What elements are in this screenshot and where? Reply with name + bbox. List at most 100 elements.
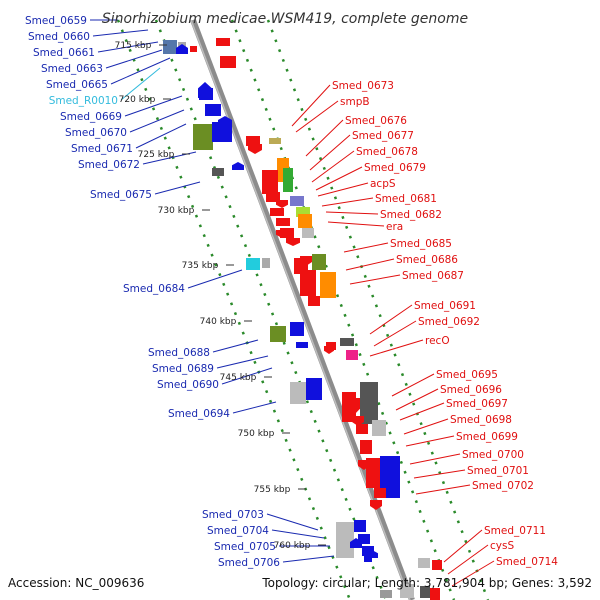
gene-label-left[interactable]: Smed_0663 xyxy=(41,63,103,75)
gene-label-right[interactable]: Smed_0699 xyxy=(456,431,518,443)
gene-feature xyxy=(270,326,286,342)
gene-label-right[interactable]: Smed_0701 xyxy=(467,465,529,477)
gene-label-right[interactable]: Smed_0695 xyxy=(436,369,498,381)
gene-label-left[interactable]: Smed_0660 xyxy=(28,31,90,43)
gene-label-right[interactable]: Smed_0702 xyxy=(472,480,534,492)
gene-label-right[interactable]: Smed_0678 xyxy=(356,146,418,158)
kbp-tick-label: 755 kbp xyxy=(254,485,291,495)
gene-label-right[interactable]: Smed_0698 xyxy=(450,414,512,426)
gene-arrow xyxy=(176,44,188,54)
gene-label-left[interactable]: Smed_0706 xyxy=(218,557,280,569)
kbp-tick-label: 745 kbp xyxy=(220,373,257,383)
gene-label-right[interactable]: smpB xyxy=(340,96,370,108)
gene-label-right[interactable]: Smed_0677 xyxy=(352,130,414,142)
gene-arrow xyxy=(370,500,382,510)
leader-line xyxy=(154,181,201,195)
gene-label-right[interactable]: Smed_0697 xyxy=(446,398,508,410)
gene-label-left[interactable]: Smed_0694 xyxy=(168,408,230,420)
leader-line xyxy=(413,469,466,479)
gene-feature xyxy=(246,136,260,146)
gene-label-right[interactable]: Smed_0700 xyxy=(462,449,524,461)
gene-feature xyxy=(212,168,224,176)
gene-label-left[interactable]: Smed_0670 xyxy=(65,127,127,139)
gene-feature xyxy=(266,192,280,202)
leader-line xyxy=(291,84,331,127)
gene-feature xyxy=(262,258,270,268)
gene-label-right[interactable]: Smed_0687 xyxy=(402,270,464,282)
gene-label-right[interactable]: era xyxy=(386,221,403,233)
gene-feature xyxy=(163,40,177,54)
gene-label-left[interactable]: Smed_0659 xyxy=(25,15,87,27)
track-guides xyxy=(116,19,490,600)
leader-line xyxy=(105,49,163,69)
leader-line xyxy=(232,401,277,414)
gene-label-left[interactable]: Smed_0705 xyxy=(214,541,276,553)
gene-feature xyxy=(430,588,440,600)
gene-feature xyxy=(290,322,304,336)
gene-feature xyxy=(362,546,374,556)
gene-label-right[interactable]: Smed_0692 xyxy=(418,316,480,328)
gene-arrow xyxy=(232,162,244,170)
gene-label-left[interactable]: Smed_0665 xyxy=(46,79,108,91)
gene-feature xyxy=(360,440,372,454)
gene-label-left[interactable]: Smed_0672 xyxy=(78,159,140,171)
gene-label-right[interactable]: Smed_0711 xyxy=(484,525,546,537)
kbp-tick-label: 725 kbp xyxy=(138,150,175,160)
gene-feature xyxy=(340,338,354,346)
gene-label-left[interactable]: Smed_0669 xyxy=(60,111,122,123)
gene-feature xyxy=(302,228,314,238)
gene-feature xyxy=(380,456,400,498)
gene-arrow xyxy=(276,230,288,238)
gene-label-left[interactable]: Smed_0684 xyxy=(123,283,185,295)
leader-line xyxy=(97,41,159,53)
gene-label-right[interactable]: Smed_0673 xyxy=(332,80,394,92)
gene-label-left[interactable]: Smed_0675 xyxy=(90,189,152,201)
gene-label-right[interactable]: Smed_0714 xyxy=(496,556,558,568)
gene-label-right[interactable]: Smed_0676 xyxy=(345,115,407,127)
gene-label-right[interactable]: Smed_0681 xyxy=(375,193,437,205)
kbp-tick-label: 740 kbp xyxy=(200,317,237,327)
gene-label-right[interactable]: Smed_0696 xyxy=(440,384,502,396)
gene-label-left[interactable]: Smed_0688 xyxy=(148,347,210,359)
leader-line xyxy=(399,402,445,421)
leader-line xyxy=(415,484,471,495)
kbp-tick-label: 760 kbp xyxy=(274,541,311,551)
leader-line xyxy=(405,435,455,447)
gene-label-right[interactable]: Smed_0691 xyxy=(414,300,476,312)
gene-feature xyxy=(212,122,232,142)
gene-feature xyxy=(364,556,372,562)
gene-feature xyxy=(346,350,358,360)
gene-label-right[interactable]: Smed_0686 xyxy=(396,254,458,266)
leader-line xyxy=(92,29,149,37)
leader-line xyxy=(451,560,495,587)
label-leader-lines xyxy=(90,19,495,587)
gene-arrow xyxy=(218,116,232,126)
gene-arrow xyxy=(366,550,378,558)
gene-label-right[interactable]: recO xyxy=(425,335,450,347)
gene-feature xyxy=(312,254,326,270)
leader-line xyxy=(409,453,461,465)
gene-features xyxy=(163,38,442,600)
gene-label-right[interactable]: Smed_0682 xyxy=(380,209,442,221)
gene-label-right[interactable]: Smed_0685 xyxy=(390,238,452,250)
gene-label-left[interactable]: Smed_0661 xyxy=(33,47,95,59)
gene-feature xyxy=(380,590,392,598)
leader-line xyxy=(373,320,417,347)
gene-label-left[interactable]: Smed_0671 xyxy=(71,143,133,155)
genome-title: Sinorhizobium medicae WSM419, complete g… xyxy=(102,11,468,27)
gene-label-left[interactable]: Smed_0690 xyxy=(157,379,219,391)
gene-label-left[interactable]: Smed_0703 xyxy=(202,509,264,521)
gene-label-right[interactable]: cysS xyxy=(490,540,514,552)
leader-line xyxy=(349,274,401,285)
gene-label-left[interactable]: Smed_R0010 xyxy=(49,95,118,107)
gene-feature xyxy=(372,420,386,436)
gene-label-left[interactable]: Smed_0689 xyxy=(152,363,214,375)
gene-label-right[interactable]: acpS xyxy=(370,178,396,190)
leader-line xyxy=(391,373,435,397)
gene-feature xyxy=(270,208,284,216)
gene-label-right[interactable]: Smed_0679 xyxy=(364,162,426,174)
gene-feature xyxy=(354,520,366,532)
gene-label-left[interactable]: Smed_0704 xyxy=(207,525,269,537)
